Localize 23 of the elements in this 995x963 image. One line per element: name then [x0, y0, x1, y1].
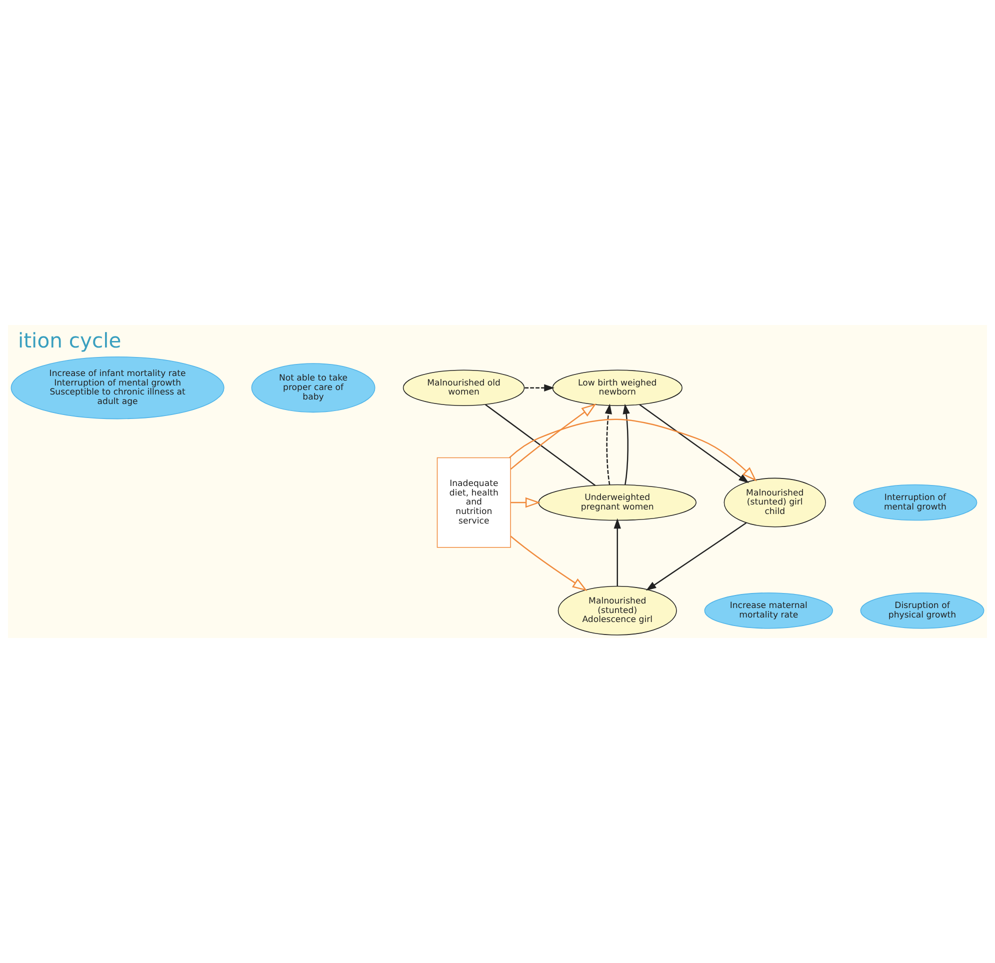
node-ellipse: Malnourished (stunted) girl child — [724, 478, 826, 528]
arrow — [510, 497, 540, 508]
diagram-title: ition cycle — [18, 328, 122, 352]
node-ellipse: Not able to take proper care of baby — [251, 363, 376, 413]
node-ellipse: Malnourished (stunted) Adolescence girl — [558, 586, 677, 636]
node-ellipse: Underweighted pregnant women — [538, 484, 697, 521]
arrow — [509, 418, 757, 482]
arrow — [510, 404, 596, 470]
arrow — [614, 518, 621, 586]
arrow — [524, 384, 554, 392]
node-ellipse: Low birth weighed newborn — [552, 370, 682, 406]
arrow — [639, 404, 749, 484]
arrow — [510, 536, 588, 591]
node-ellipse: Interruption of mental growth — [853, 484, 978, 521]
arrow — [622, 404, 630, 485]
node-box: Inadequate diet, health and nutrition service — [436, 457, 511, 548]
node-ellipse: Increase maternal mortality rate — [704, 592, 833, 629]
arrow — [646, 522, 747, 591]
connector — [485, 404, 596, 486]
node-ellipse: Malnourished old women — [402, 370, 525, 406]
node-ellipse: Increase of infant mortality rate Interruption of mental growth Susceptible to chronic illness at adult age — [10, 356, 224, 420]
arrow — [604, 404, 612, 485]
node-ellipse: Disruption of physical growth — [860, 592, 984, 629]
